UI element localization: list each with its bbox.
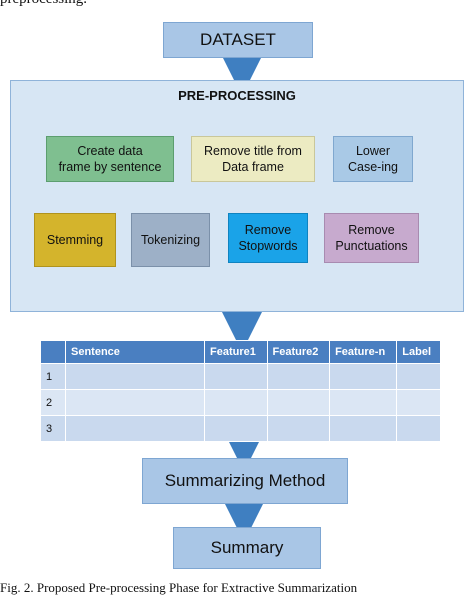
table-row: 2 <box>40 389 441 416</box>
table-cell <box>266 363 331 390</box>
table-header-sentence: Sentence <box>65 340 205 364</box>
table-cell <box>396 415 441 442</box>
table-cell <box>329 415 398 442</box>
step-lower-case: Lower Case-ing <box>333 136 413 182</box>
table-cell <box>204 415 268 442</box>
summary-box: Summary <box>173 527 321 569</box>
step-remove-punctuations: Remove Punctuations <box>324 213 419 263</box>
table-cell <box>204 363 268 390</box>
row-index: 1 <box>40 363 66 390</box>
table-cell <box>65 415 205 442</box>
table-row: 1 <box>40 363 441 390</box>
step-remove-stopwords: Remove Stopwords <box>228 213 308 263</box>
table-cell <box>266 389 331 416</box>
summarizing-method-box: Summarizing Method <box>142 458 348 504</box>
table-header-feature-n: Feature-n <box>329 340 398 364</box>
row-index: 3 <box>40 415 66 442</box>
figure-caption: Fig. 2. Proposed Pre-processing Phase fo… <box>0 580 358 595</box>
step-tokenizing: Tokenizing <box>131 213 210 267</box>
step-remove-title: Remove title from Data frame <box>191 136 315 182</box>
top-caption: preprocessing. <box>0 0 87 8</box>
table-header-index <box>40 340 66 364</box>
preprocessing-title: PRE-PROCESSING <box>178 88 296 103</box>
preprocessing-panel <box>10 80 464 312</box>
table-row: 3 <box>40 415 441 442</box>
table-cell <box>204 389 268 416</box>
table-header-feature2: Feature2 <box>266 340 331 364</box>
feature-table: Sentence Feature1 Feature2 Feature-n Lab… <box>40 340 441 442</box>
row-index: 2 <box>40 389 66 416</box>
table-header-feature1: Feature1 <box>204 340 268 364</box>
table-cell <box>329 389 398 416</box>
table-cell <box>329 363 398 390</box>
table-cell <box>266 415 331 442</box>
table-cell <box>65 389 205 416</box>
step-stemming: Stemming <box>34 213 116 267</box>
table-header-row: Sentence Feature1 Feature2 Feature-n Lab… <box>40 340 441 364</box>
step-create-data-frame: Create data frame by sentence <box>46 136 174 182</box>
dataset-box: DATASET <box>163 22 313 58</box>
table-header-label: Label <box>396 340 441 364</box>
table-cell <box>396 363 441 390</box>
table-cell <box>65 363 205 390</box>
table-cell <box>396 389 441 416</box>
